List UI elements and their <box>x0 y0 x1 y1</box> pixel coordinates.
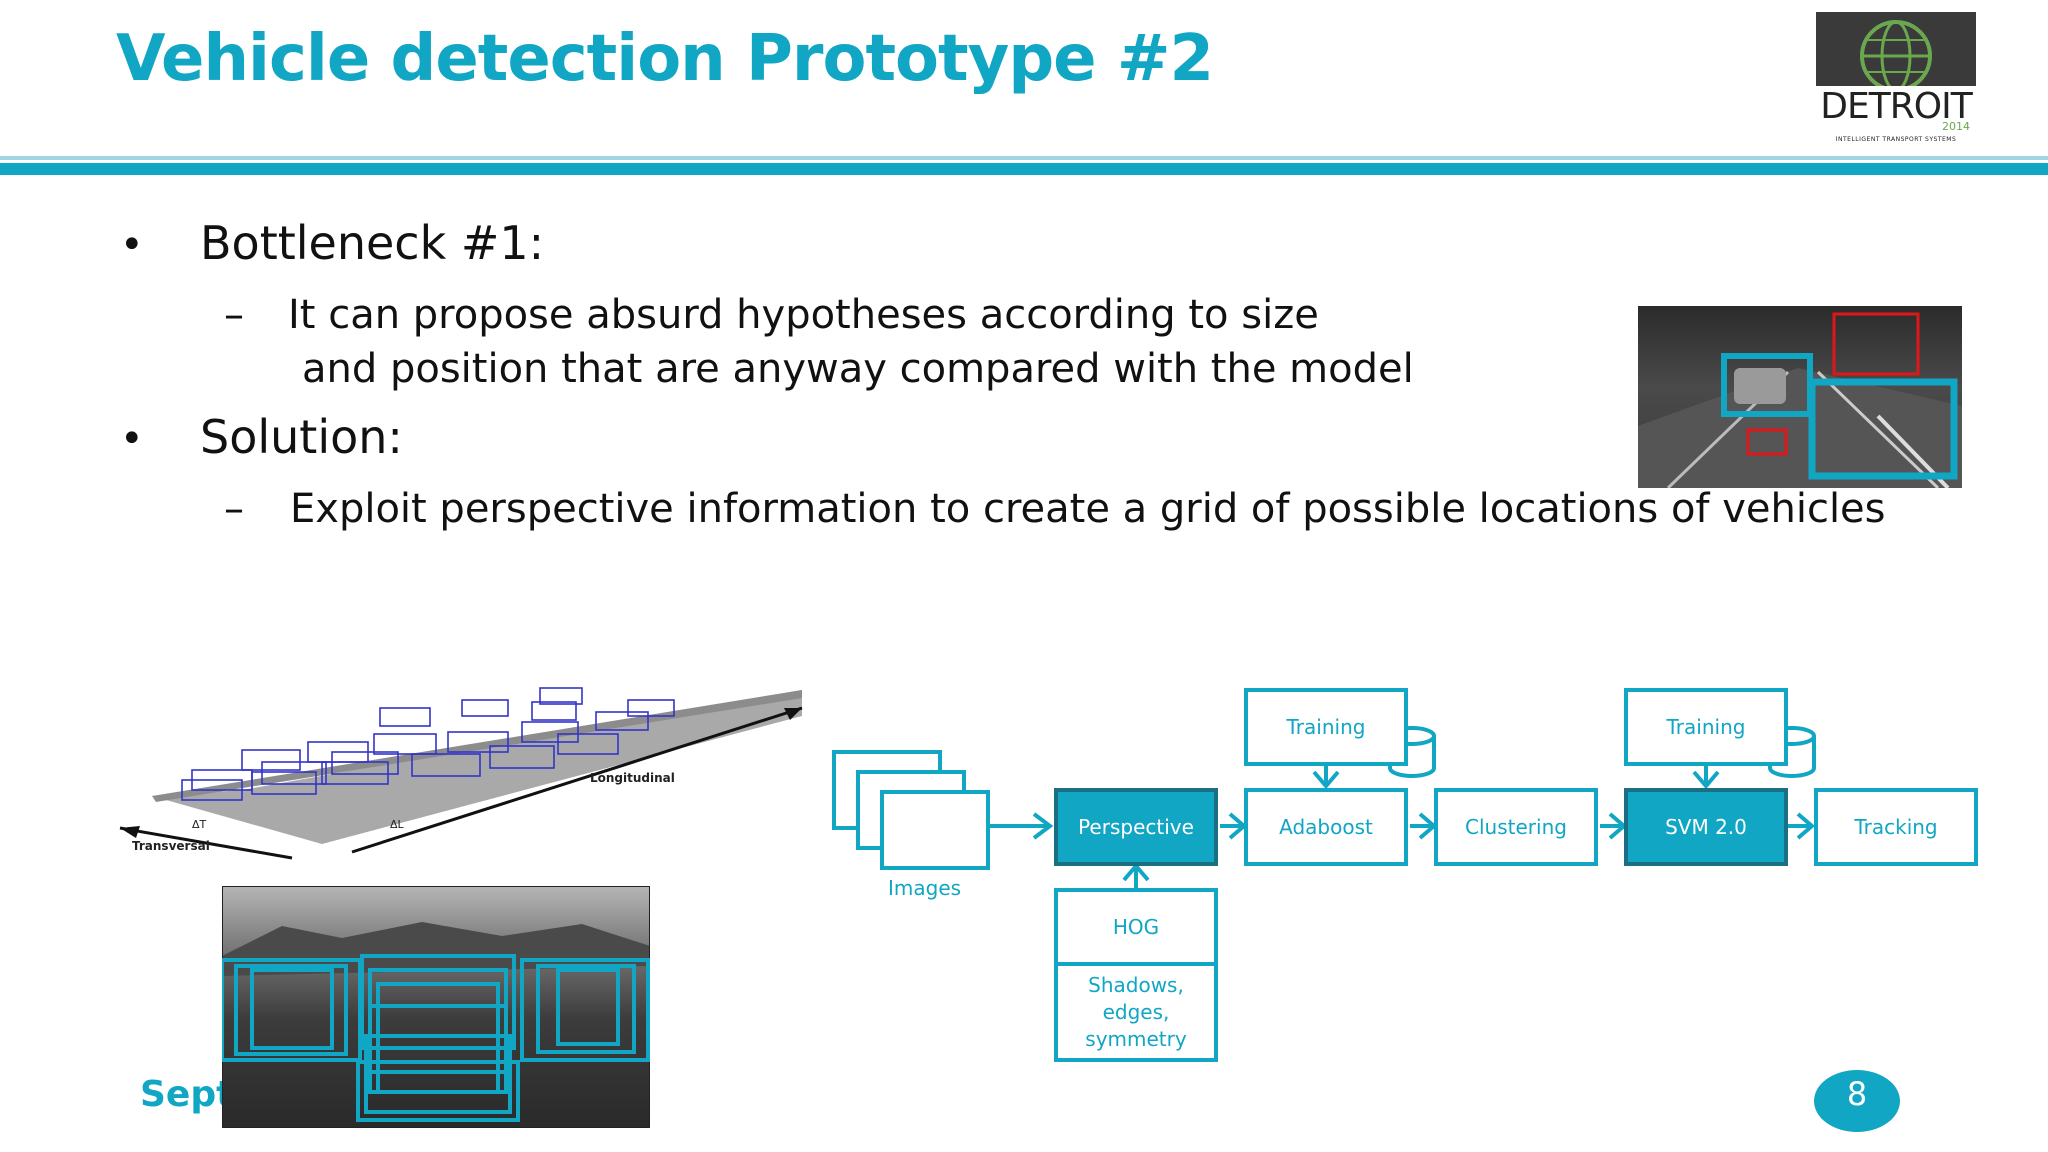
page-number-badge: 8 <box>1814 1070 1900 1132</box>
training-box-adaboost: Training <box>1244 688 1408 766</box>
adaboost-box: Adaboost <box>1244 788 1408 866</box>
dash-marker: – <box>224 292 244 338</box>
logo-word: DETROIT <box>1820 86 1972 127</box>
road-hypotheses-image <box>1638 306 1962 488</box>
car-shape <box>1734 368 1786 404</box>
slide-title: Vehicle detection Prototype #2 <box>116 22 1214 96</box>
images-caption: Images <box>888 876 962 900</box>
bullet-solution: Solution: <box>200 410 403 464</box>
transversal-label: Transversal <box>132 839 210 853</box>
bullet-dot: • <box>120 416 144 462</box>
hypothesis-box-red <box>1832 312 1920 376</box>
image-stack-icon <box>832 750 990 870</box>
svm-box: SVM 2.0 <box>1624 788 1788 866</box>
perspective-grid-figure: Longitudinal Transversal ΔT ΔL <box>119 687 803 860</box>
hog-box: HOG <box>1054 888 1218 966</box>
projected-grid-boxes <box>222 954 650 1122</box>
bullet-bottleneck: Bottleneck #1: <box>200 216 545 270</box>
hypothesis-box-red <box>1746 428 1788 456</box>
perspective-box: Perspective <box>1054 788 1218 866</box>
dash-marker: – <box>224 486 244 532</box>
tracking-box: Tracking <box>1814 788 1978 866</box>
delta-t-label: ΔT <box>192 818 207 831</box>
delta-l-label: ΔL <box>390 818 405 831</box>
bullet-bottleneck-detail-2: and position that are anyway compared wi… <box>302 346 1414 392</box>
pipeline-connectors <box>832 726 1816 890</box>
hypothesis-box-blue <box>1808 378 1958 480</box>
projected-grid-image <box>222 886 650 1128</box>
logo-year: 2014 <box>1942 120 1970 133</box>
features-box: Shadows, edges, symmetry <box>1054 962 1218 1062</box>
title-rule-thin <box>0 156 2048 160</box>
clustering-box: Clustering <box>1434 788 1598 866</box>
title-rule-thick <box>0 163 2048 175</box>
grid-boxes <box>181 687 675 801</box>
logo-globe-banner <box>1816 12 1976 92</box>
bullet-dot: • <box>120 222 144 268</box>
bullet-bottleneck-detail-1: It can propose absurd hypotheses accordi… <box>288 292 1319 338</box>
longitudinal-label: Longitudinal <box>590 771 675 785</box>
training-box-svm: Training <box>1624 688 1788 766</box>
globe-icon <box>1860 20 1932 92</box>
logo-subtitle: INTELLIGENT TRANSPORT SYSTEMS <box>1835 136 1957 143</box>
detroit-logo: DETROIT 2014 INTELLIGENT TRANSPORT SYSTE… <box>1816 12 1976 146</box>
bullet-solution-detail: Exploit perspective information to creat… <box>290 486 1886 532</box>
